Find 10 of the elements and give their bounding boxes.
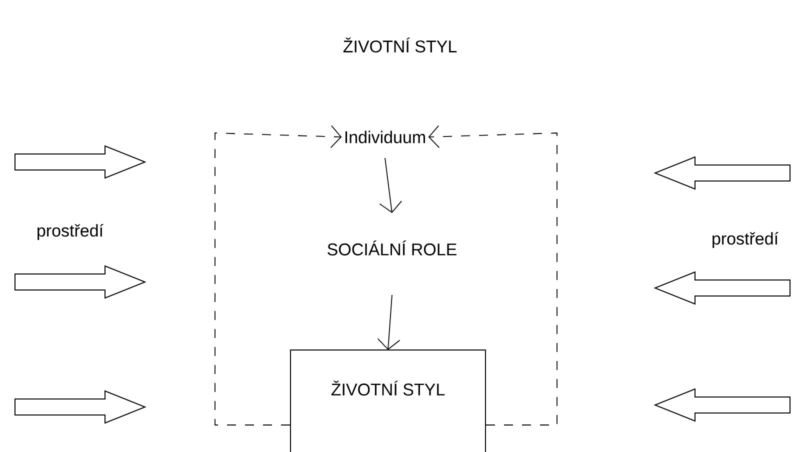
arrow	[379, 158, 402, 213]
side-label: prostředí	[712, 232, 778, 248]
concept-label: Individuum	[345, 130, 425, 144]
title: ŽIVOTNÍ STYL	[343, 38, 457, 53]
concept-label: SOCIÁLNÍ ROLE	[328, 240, 456, 256]
arrow	[377, 294, 400, 350]
side-label: prostředí	[38, 224, 104, 240]
arrow	[428, 125, 558, 426]
process-box: ŽIVOTNÍ STYL	[290, 350, 486, 452]
arrow	[214, 125, 342, 426]
